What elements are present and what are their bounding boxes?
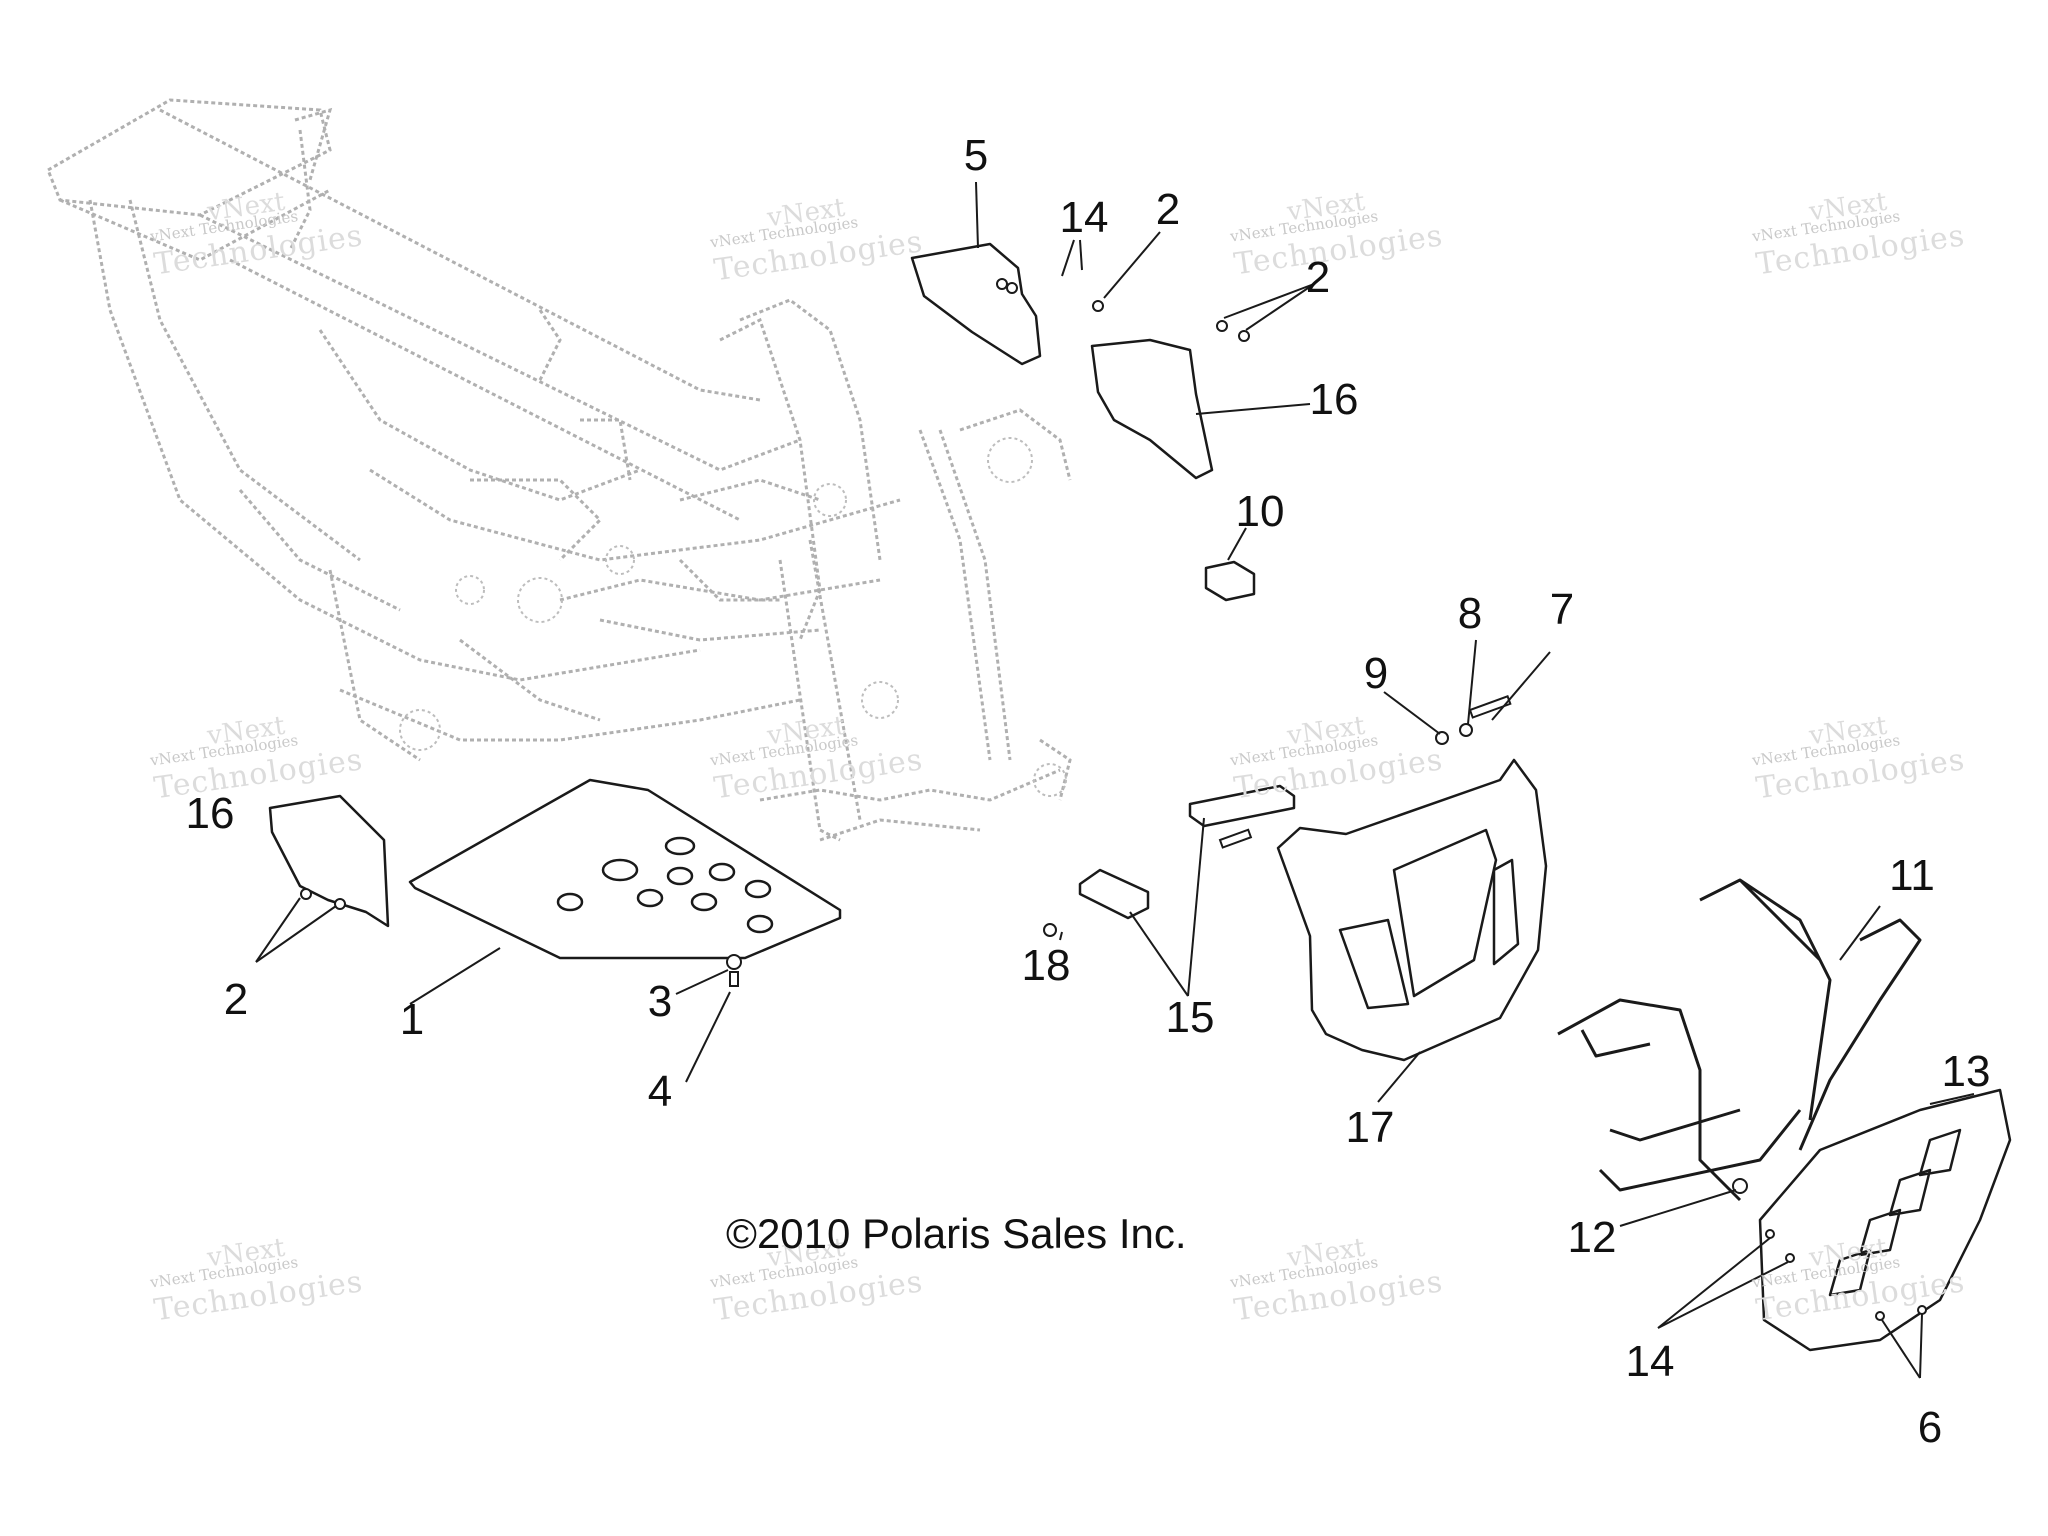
mount-bracket: [910, 242, 1042, 366]
callout-1[interactable]: 1: [399, 995, 425, 1044]
callout-8[interactable]: 8: [1457, 589, 1483, 638]
callout-13[interactable]: 13: [1941, 1047, 1991, 1096]
callout-14[interactable]: 14: [1059, 193, 1109, 242]
vehicle-frame: [46, 98, 1072, 842]
front-grille: [1276, 758, 1548, 1062]
callout-15[interactable]: 15: [1165, 993, 1215, 1042]
callout-14[interactable]: 14: [1625, 1337, 1675, 1386]
callout-7[interactable]: 7: [1549, 585, 1575, 634]
front-bumper: [1557, 878, 1922, 1202]
callout-2[interactable]: 2: [1305, 253, 1331, 302]
callout-18[interactable]: 18: [1021, 941, 1071, 990]
bracket-upper: [1188, 784, 1296, 828]
front-skid-guard: [1758, 1088, 2012, 1352]
callout-2[interactable]: 2: [223, 975, 249, 1024]
callout-11[interactable]: 11: [1889, 851, 1935, 900]
side-panel-left: [268, 794, 390, 928]
callout-2[interactable]: 2: [1155, 185, 1181, 234]
copyright-notice: ©2010 Polaris Sales Inc.: [726, 1210, 1187, 1257]
callout-6[interactable]: 6: [1917, 1403, 1943, 1452]
callout-4[interactable]: 4: [647, 1067, 673, 1116]
callout-16[interactable]: 16: [1309, 375, 1359, 424]
callout-5[interactable]: 5: [963, 131, 989, 180]
callout-3[interactable]: 3: [647, 977, 673, 1026]
callout-12[interactable]: 12: [1567, 1213, 1617, 1262]
callout-17[interactable]: 17: [1345, 1103, 1395, 1152]
callout-16[interactable]: 16: [185, 789, 235, 838]
bracket-lower: [1078, 868, 1150, 920]
callout-10[interactable]: 10: [1235, 487, 1285, 536]
foam-block: [1204, 560, 1256, 602]
side-panel-right: [1090, 338, 1214, 480]
callout-9[interactable]: 9: [1363, 649, 1389, 698]
